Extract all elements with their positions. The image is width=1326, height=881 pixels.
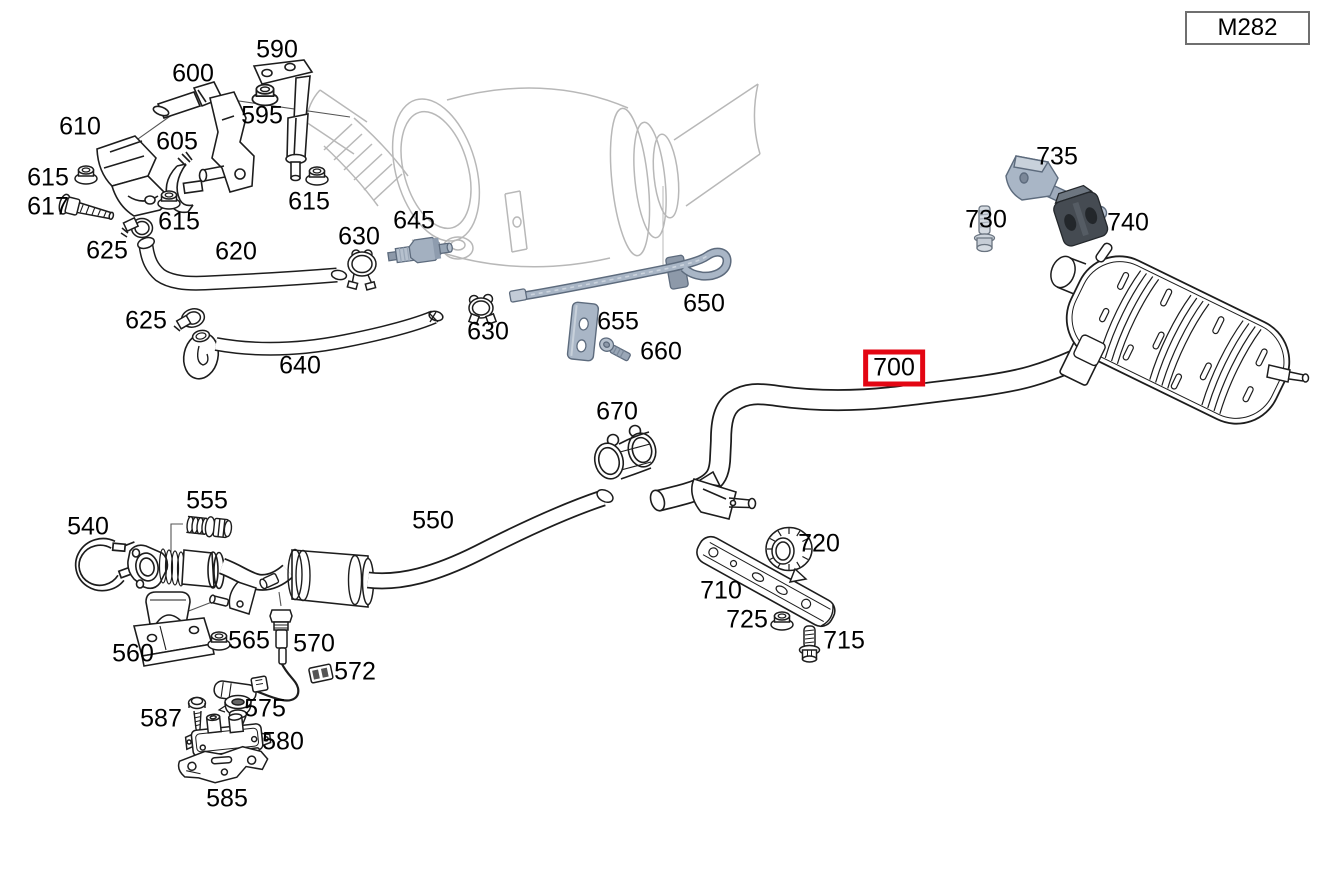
part-715-bolt — [798, 625, 821, 663]
part-label[interactable]: 620 — [215, 237, 257, 266]
part-label[interactable]: 730 — [965, 205, 1007, 234]
part-label[interactable]: 630 — [338, 222, 380, 251]
part-550-catalytic-converter — [287, 488, 614, 608]
front-pipe-bend — [218, 558, 294, 591]
part-555-bolt — [186, 515, 233, 539]
part-label[interactable]: 587 — [140, 704, 182, 733]
part-617-bolt — [58, 193, 115, 220]
part-label[interactable]: 655 — [597, 307, 639, 336]
part-label[interactable]: 610 — [59, 112, 101, 141]
engine-code-box: M282 — [1185, 11, 1310, 45]
faded-gpf-assembly — [305, 83, 761, 268]
part-label[interactable]: 710 — [700, 576, 742, 605]
pipe-hanger-bracket — [691, 470, 757, 520]
part-label[interactable]: 670 — [596, 397, 638, 426]
part-572-cable-clip — [308, 663, 334, 684]
part-label[interactable]: 590 — [256, 35, 298, 64]
part-label[interactable]: 572 — [334, 657, 376, 686]
part-label[interactable]: 740 — [1107, 208, 1149, 237]
muffler-inlet-cone — [1050, 255, 1087, 295]
part-label[interactable]: 570 — [293, 629, 335, 658]
rear-muffler-drawing — [1065, 255, 1291, 425]
part-label[interactable]: 580 — [262, 727, 304, 756]
part-label-selected[interactable]: 700 — [863, 349, 925, 387]
part-720-rubber-ring-mount — [765, 526, 813, 583]
part-560-support-mount — [132, 591, 215, 667]
part-label[interactable]: 595 — [241, 101, 283, 130]
part-label[interactable]: 615 — [288, 187, 330, 216]
part-600-bracket-with-pin — [152, 81, 255, 193]
part-label[interactable]: 615 — [27, 163, 69, 192]
part-585-bracket-plate — [177, 745, 269, 784]
part-label[interactable]: 540 — [67, 512, 109, 541]
part-label[interactable]: 715 — [823, 626, 865, 655]
part-label[interactable]: 645 — [393, 206, 435, 235]
part-label[interactable]: 725 — [726, 605, 768, 634]
sensor-boss — [259, 572, 280, 590]
part-670-double-clamp — [593, 424, 657, 480]
part-label[interactable]: 720 — [798, 529, 840, 558]
part-740-rubber-mount — [1053, 184, 1109, 247]
part-label[interactable]: 555 — [186, 486, 228, 515]
part-625-clamp-b — [173, 308, 206, 332]
part-label[interactable]: 650 — [683, 289, 725, 318]
part-630-clamp-b — [467, 293, 498, 326]
part-label[interactable]: 615 — [158, 207, 200, 236]
part-label[interactable]: 600 — [172, 59, 214, 88]
part-label[interactable]: 630 — [467, 317, 509, 346]
part-610-mount-bracket — [96, 135, 168, 217]
muffler-outlet-stub — [1266, 364, 1310, 383]
pipe-bracket-arm — [209, 581, 257, 615]
part-587-screw — [187, 696, 207, 735]
part-630-clamp-a — [346, 249, 377, 291]
part-625-clamp-a — [120, 216, 154, 239]
part-label[interactable]: 565 — [228, 626, 270, 655]
part-label[interactable]: 560 — [112, 639, 154, 668]
part-label[interactable]: 605 — [156, 127, 198, 156]
part-label[interactable]: 625 — [86, 236, 128, 265]
part-650-flexible-tube — [508, 247, 732, 303]
part-label[interactable]: 625 — [125, 306, 167, 335]
part-label[interactable]: 617 — [27, 192, 69, 221]
part-590-support-bracket — [252, 59, 314, 182]
engine-code-text: M282 — [1217, 14, 1278, 41]
part-710-mounting-strap — [696, 535, 836, 628]
part-640-breather-pipe — [182, 310, 444, 380]
part-label[interactable]: 575 — [244, 694, 286, 723]
part-label[interactable]: 735 — [1036, 142, 1078, 171]
part-label[interactable]: 640 — [279, 351, 321, 380]
part-730-bolt — [973, 205, 996, 253]
part-660-bolt — [599, 337, 631, 362]
part-620-coolant-pipe — [137, 236, 348, 291]
part-label[interactable]: 550 — [412, 506, 454, 535]
part-655-bracket — [566, 301, 600, 362]
flex-decoupler — [127, 544, 225, 590]
part-645-sensor — [387, 236, 453, 264]
part-label[interactable]: 585 — [206, 784, 248, 813]
part-label[interactable]: 660 — [640, 337, 682, 366]
muffler-hanger-stub — [1095, 242, 1113, 263]
